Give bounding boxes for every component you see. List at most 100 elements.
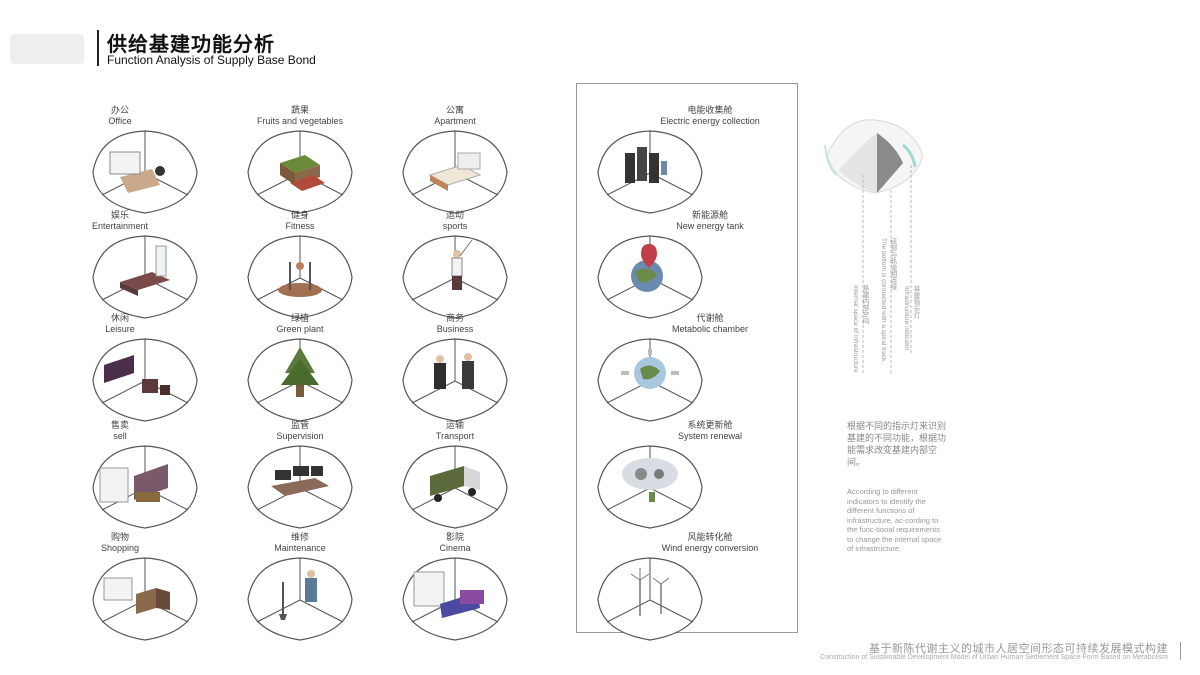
function-label-en: Cinema bbox=[439, 543, 471, 553]
businessmen-icon bbox=[434, 353, 474, 389]
function-label-cn: 维修 bbox=[290, 532, 309, 542]
energy-label-cn: 代谢舱 bbox=[696, 313, 724, 323]
function-label-cn: 售卖 bbox=[110, 420, 129, 430]
footer-divider bbox=[1180, 642, 1181, 660]
page-title-en: Function Analysis of Supply Base Bond bbox=[107, 53, 316, 67]
function-label-cn: 购物 bbox=[110, 532, 129, 542]
vegetable-crates-icon bbox=[280, 155, 325, 191]
function-label-en: Leisure bbox=[105, 324, 135, 334]
monitor-desk-icon bbox=[271, 466, 329, 496]
function-label-en: Supervision bbox=[276, 431, 324, 441]
shop-shelf-icon bbox=[99, 464, 168, 503]
function-label-cn: 运动 bbox=[445, 210, 464, 220]
function-label-cn: 健身 bbox=[290, 210, 309, 220]
function-label-cn: 商务 bbox=[445, 313, 464, 323]
cafe-sign-icon bbox=[104, 355, 170, 395]
title-divider bbox=[97, 30, 99, 66]
logo-placeholder bbox=[10, 34, 84, 64]
energy-label-en: Wind energy conversion bbox=[661, 543, 759, 553]
energy-label-en: System renewal bbox=[677, 431, 743, 441]
function-label-en: Fruits and vegetables bbox=[256, 116, 344, 126]
function-label-en: Shopping bbox=[100, 543, 140, 553]
legend-note-cn: 根据不同的指示灯来识别基建的不同功能，根据功能需求改变基建内部空间。 bbox=[847, 422, 947, 468]
function-label-cn: 休闲 bbox=[110, 313, 129, 323]
footer-title-en: Construction of Sustainable Development … bbox=[820, 654, 1168, 661]
energy-label-cn: 系统更新舱 bbox=[687, 420, 733, 430]
function-label-cn: 公寓 bbox=[445, 105, 464, 115]
function-label-cn: 运输 bbox=[445, 420, 464, 430]
function-label-en: sell bbox=[113, 431, 127, 441]
function-label-en: Apartment bbox=[434, 116, 476, 126]
function-label-en: Business bbox=[436, 324, 474, 334]
function-label-en: Maintenance bbox=[274, 543, 326, 553]
function-label-cn: 监管 bbox=[290, 420, 309, 430]
energy-label-cn: 风能转化舱 bbox=[687, 532, 733, 542]
globe-pin-icon bbox=[631, 244, 663, 292]
truck-icon bbox=[430, 466, 480, 502]
office-desk-icon bbox=[109, 151, 165, 193]
legend-pod-icon bbox=[824, 119, 924, 373]
function-label-cn: 办公 bbox=[110, 105, 129, 115]
pine-tree-icon bbox=[281, 347, 319, 397]
function-label-cn: 绿植 bbox=[290, 313, 309, 323]
globe-arrows-icon bbox=[621, 349, 679, 389]
function-label-en: Transport bbox=[435, 431, 475, 441]
energy-label-cn: 新能源舱 bbox=[691, 210, 728, 220]
function-label-cn: 蔬果 bbox=[290, 105, 309, 115]
function-label-cn: 影院 bbox=[445, 532, 464, 542]
function-label-en: Office bbox=[108, 116, 132, 126]
function-label-en: sports bbox=[442, 221, 468, 231]
cinema-screen-icon bbox=[413, 571, 484, 618]
energy-panel bbox=[576, 83, 798, 633]
function-label-en: Green plant bbox=[276, 324, 324, 334]
function-label-cn: 娱乐 bbox=[110, 210, 129, 220]
fitness-machine-icon bbox=[278, 262, 322, 297]
footer-title-cn: 基于新陈代谢主义的城市人居空间形态可持续发展模式构建 bbox=[869, 642, 1168, 655]
battery-server-icon bbox=[625, 147, 667, 183]
energy-label-en: Metabolic chamber bbox=[671, 324, 749, 334]
legend-note-en: According to different indicators to ide… bbox=[847, 487, 942, 553]
cloud-gears-icon bbox=[622, 458, 678, 502]
billiard-table-icon bbox=[120, 245, 170, 296]
shopping-boxes-icon bbox=[103, 577, 170, 614]
